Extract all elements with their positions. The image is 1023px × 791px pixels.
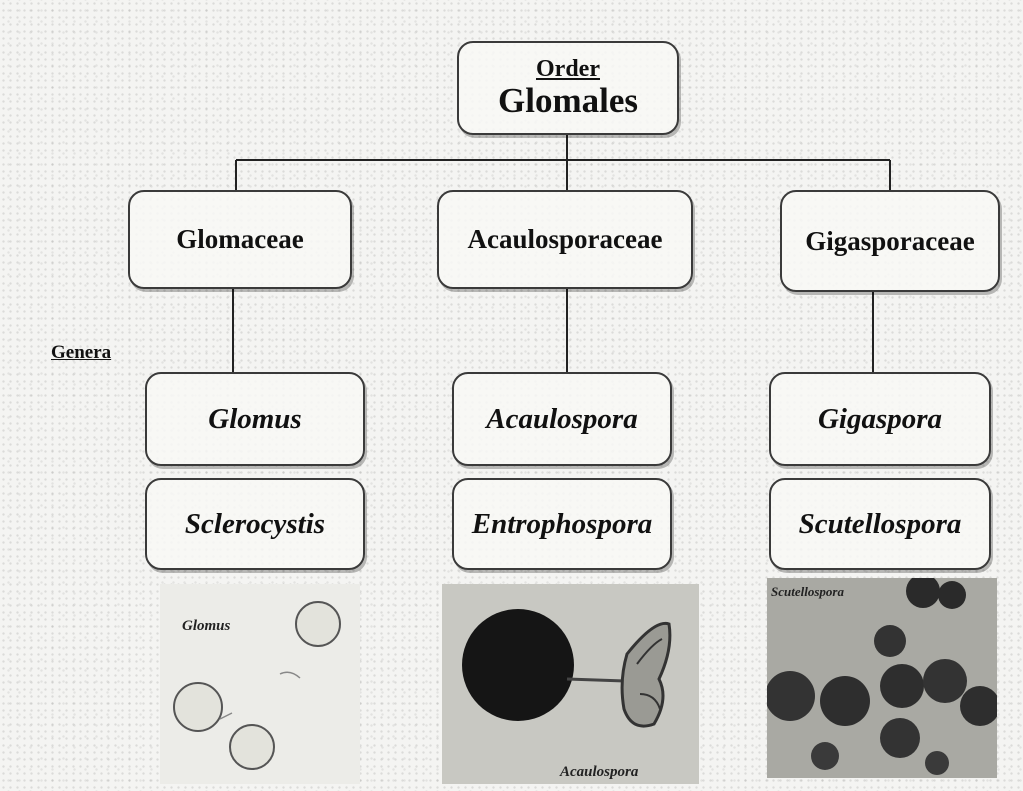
- photo-caption-glomus: Glomus: [182, 618, 230, 635]
- order-label: Order: [536, 56, 600, 82]
- family-name: Glomaceae: [176, 224, 303, 255]
- genus-name: Scutellospora: [799, 508, 962, 541]
- scutellospora-spore-photo: Scutellospora: [767, 578, 997, 778]
- genera-label: Genera: [51, 342, 111, 364]
- family-box-acaulosporaceae: Acaulosporaceae: [437, 190, 693, 289]
- photo-caption-scutellospora: Scutellospora: [771, 584, 844, 600]
- family-box-gigasporaceae: Gigasporaceae: [780, 190, 1000, 292]
- genus-box-entrophospora: Entrophospora: [452, 478, 672, 570]
- order-name: Glomales: [498, 82, 638, 121]
- family-name: Acaulosporaceae: [468, 224, 663, 255]
- genus-box-sclerocystis: Sclerocystis: [145, 478, 365, 570]
- scutellospora-spores-image: [767, 578, 997, 778]
- genus-name: Gigaspora: [818, 403, 942, 436]
- genus-name: Sclerocystis: [185, 508, 325, 541]
- genus-box-gigaspora: Gigaspora: [769, 372, 991, 466]
- genus-box-scutellospora: Scutellospora: [769, 478, 991, 570]
- genus-box-glomus: Glomus: [145, 372, 365, 466]
- acaulospora-spore-photo: Acaulospora: [442, 584, 699, 784]
- genus-name: Entrophospora: [472, 508, 653, 541]
- acaulospora-spore-image: [442, 584, 699, 784]
- glomus-spore-photo: Glomus: [160, 584, 360, 784]
- glomus-spores-image: [160, 584, 360, 784]
- family-name: Gigasporaceae: [805, 226, 974, 257]
- order-box: Order Glomales: [457, 41, 679, 135]
- genus-name: Acaulospora: [486, 403, 637, 436]
- family-box-glomaceae: Glomaceae: [128, 190, 352, 289]
- genus-box-acaulospora: Acaulospora: [452, 372, 672, 466]
- photo-caption-acaulospora: Acaulospora: [560, 764, 638, 781]
- genus-name: Glomus: [208, 403, 301, 436]
